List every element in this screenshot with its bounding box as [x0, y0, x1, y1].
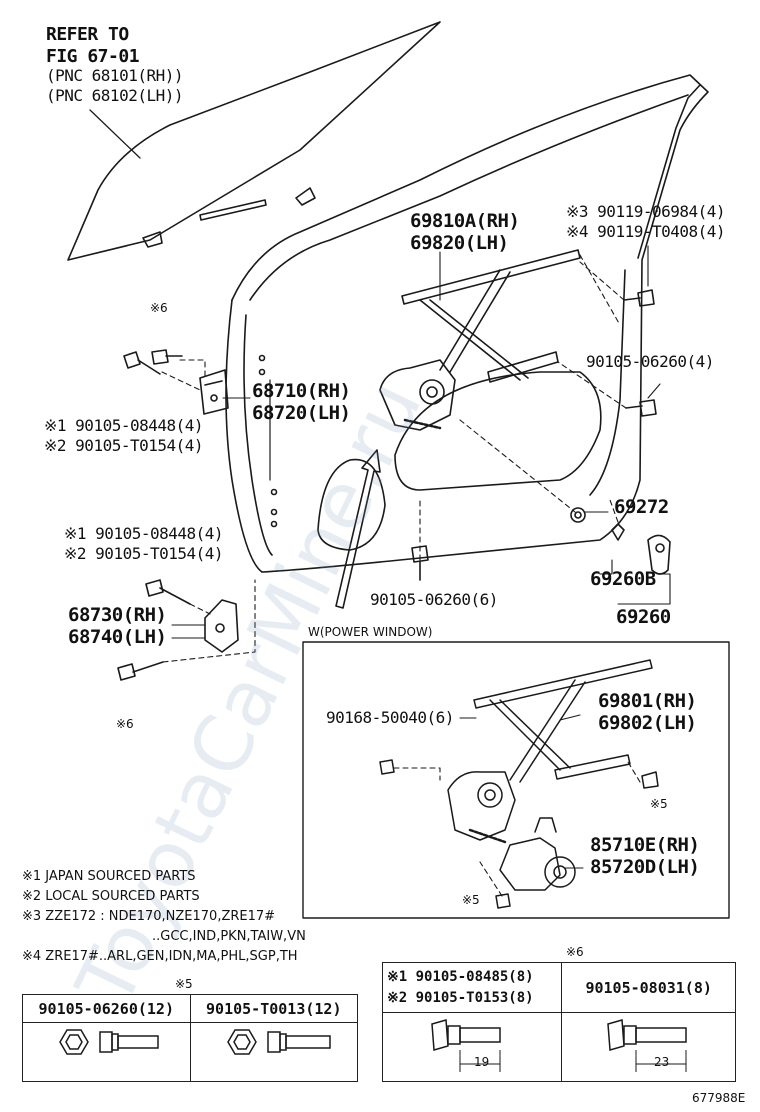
table5-icon-cell-2 — [189, 1022, 358, 1082]
mark-6-top: ※6 — [150, 301, 168, 315]
refer-line-2: FIG 67-01 — [46, 46, 140, 67]
part-label-69810a[interactable]: 69810A(RH) — [410, 210, 520, 232]
refer-line-1: REFER TO — [46, 24, 129, 45]
mark-6-bottom: ※6 — [116, 717, 134, 731]
part-label-85710e[interactable]: 85710E(RH) — [590, 834, 700, 856]
part-label-68730[interactable]: 68730(RH) — [68, 604, 167, 626]
power-window-title: W(POWER WINDOW) — [308, 625, 433, 639]
dimension-19: 19 — [474, 1055, 490, 1069]
upper-hinge — [199, 369, 229, 415]
table6-col1[interactable]: ※1 90105-08485(8) ※2 90105-T0153(8) — [381, 962, 563, 1013]
mark-5-bottom: ※5 — [462, 893, 480, 907]
table5: 90105-06260(12) 90105-T0013(12) — [22, 994, 358, 1082]
diagram-code: 677988E — [692, 1091, 746, 1105]
note-1: ※1 JAPAN SOURCED PARTS — [22, 869, 196, 884]
table5-col2[interactable]: 90105-T0013(12) — [189, 994, 358, 1023]
dimension-23: 23 — [654, 1055, 670, 1069]
table6: ※1 90105-08485(8) ※2 90105-T0153(8) 9010… — [381, 962, 736, 1082]
note-3: ※3 ZZE172 : NDE170,NZE170,ZRE17# — [22, 909, 276, 924]
table6-icon-cell-2 — [561, 1012, 736, 1082]
solid-leaders — [171, 245, 671, 639]
bolt-label-90105-08448-upper[interactable]: ※1 90105-08448(4) — [44, 416, 204, 435]
note-4: ※4 ZRE17#..ARL,GEN,IDN,MA,PHL,SGP,TH — [22, 949, 298, 964]
bolt-icons — [117, 289, 671, 681]
part-label-69820[interactable]: 69820(LH) — [410, 232, 509, 254]
part-label-68710[interactable]: 68710(RH) — [252, 380, 351, 402]
part-label-69260[interactable]: 69260 — [616, 606, 671, 628]
table5-icon-cell-1 — [22, 1022, 191, 1082]
bolt-label-90105-t0154-upper[interactable]: ※2 90105-T0154(4) — [44, 436, 204, 455]
part-label-69802[interactable]: 69802(LH) — [598, 712, 697, 734]
note-2: ※2 LOCAL SOURCED PARTS — [22, 889, 200, 904]
part-label-69272[interactable]: 69272 — [614, 496, 669, 518]
table6-icon-cell-1 — [381, 1012, 563, 1082]
refer-line-4: (PNC 68102(LH)) — [46, 86, 184, 105]
table6-mark: ※6 — [566, 945, 584, 959]
refer-line-3: (PNC 68101(RH)) — [46, 66, 184, 85]
part-label-68740[interactable]: 68740(LH) — [68, 626, 167, 648]
table5-col1[interactable]: 90105-06260(12) — [22, 994, 191, 1023]
part-label-85720d[interactable]: 85720D(LH) — [590, 856, 700, 878]
table6-col2[interactable]: 90105-08031(8) — [561, 962, 736, 1013]
lower-hinge — [204, 599, 239, 653]
part-label-68720[interactable]: 68720(LH) — [252, 402, 351, 424]
mark-5-right: ※5 — [650, 797, 668, 811]
power-window-box — [302, 641, 730, 919]
direction-arrow — [335, 449, 381, 609]
bolt-label-90119-06984[interactable]: ※3 90119-06984(4) — [566, 202, 726, 221]
bolt-label-90105-08448-lower[interactable]: ※1 90105-08448(4) — [64, 524, 224, 543]
table5-mark: ※5 — [175, 977, 193, 991]
bolt-label-90119-t0408[interactable]: ※4 90119-T0408(4) — [566, 222, 726, 241]
door-glass — [67, 21, 441, 261]
table6-col1-line2[interactable]: ※2 90105-T0153(8) — [387, 989, 534, 1006]
bolt-label-90105-06260-b[interactable]: 90105-06260(6) — [370, 590, 498, 609]
part-label-69801[interactable]: 69801(RH) — [598, 690, 697, 712]
door-panel — [225, 74, 709, 573]
note-3b: ..GCC,IND,PKN,TAIW,VN — [152, 929, 306, 944]
bolt-label-90168-50040[interactable]: 90168-50040(6) — [326, 708, 454, 727]
bolt-label-90105-t0154-lower[interactable]: ※2 90105-T0154(4) — [64, 544, 224, 563]
table6-col1-line1[interactable]: ※1 90105-08485(8) — [387, 969, 534, 986]
part-label-69260b[interactable]: 69260B — [590, 568, 656, 590]
leader-lines — [161, 254, 627, 663]
bolt-label-90105-06260-a[interactable]: 90105-06260(4) — [586, 352, 714, 371]
